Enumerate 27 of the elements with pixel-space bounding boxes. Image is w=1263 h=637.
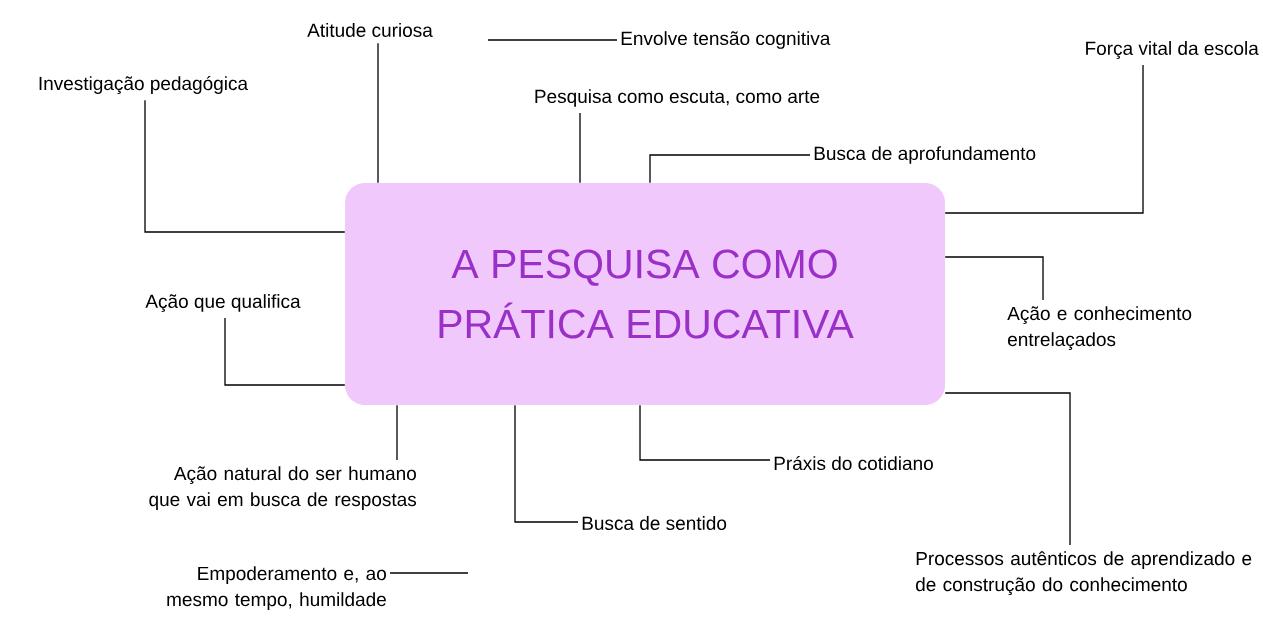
topic-label: Busca de aprofundamento — [814, 146, 1036, 164]
connector-line — [579, 112, 581, 184]
topic-label: Envolve tensão cognitiva — [621, 31, 831, 49]
topic-box: A PESQUISA COMO PRÁTICA EDUCATIVA — [345, 183, 945, 405]
connector-line — [944, 256, 1044, 301]
connector-line — [224, 317, 346, 386]
connector-line — [514, 404, 579, 523]
topic-label: Pesquisa como escuta, como arte — [535, 89, 820, 107]
topic-label: Investigação pedagógica — [39, 76, 249, 94]
connector-line — [144, 99, 346, 233]
connector-line — [389, 572, 469, 574]
topic-label: Atitude curiosa — [307, 23, 433, 37]
connector-line — [944, 64, 1144, 214]
connector-line — [487, 39, 618, 41]
connector-line — [944, 392, 1071, 546]
connector-line — [649, 154, 811, 184]
topic-label: Busca de sentido — [582, 516, 727, 530]
topic-label: Ação e conhecimento entrelaçados — [1007, 306, 1192, 350]
topic-label: Ação que qualifica — [145, 294, 301, 312]
topic-label: Ação natural do ser humano que vai em busca de respostas — [149, 466, 417, 510]
topic-label: Força vital da escola — [1086, 41, 1259, 59]
topic-label: Práxis do cotidiano — [774, 455, 933, 471]
connector-line — [377, 42, 379, 184]
topic-label: Empoderamento e, ao mesmo tempo, humildade — [167, 566, 386, 610]
topic-label: Processos autênticos de aprendizado e de construção do conhecimento — [916, 551, 1252, 596]
connector-line — [396, 404, 398, 461]
connector-line — [639, 404, 771, 461]
